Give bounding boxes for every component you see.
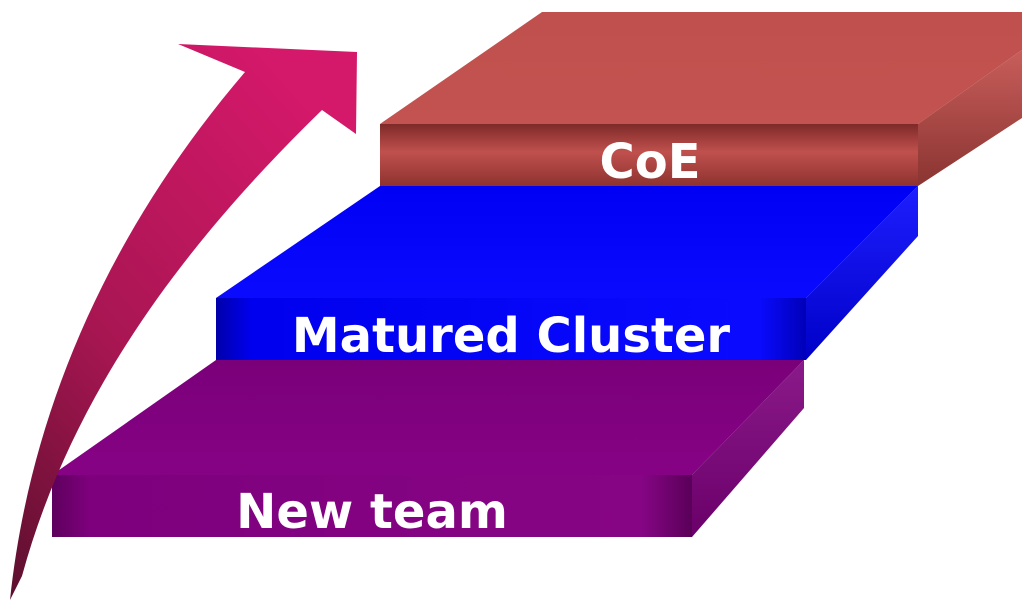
step-coe-label: CoE — [600, 134, 701, 190]
step-matured-cluster-top — [216, 186, 918, 298]
step-matured-cluster-side — [806, 186, 918, 360]
step-new-team-front — [52, 475, 692, 537]
step-coe-front — [380, 124, 918, 186]
step-matured-cluster-front — [216, 298, 806, 360]
step-matured-cluster: Matured Cluster — [216, 186, 918, 364]
step-coe-top — [380, 12, 1022, 124]
step-coe: CoE — [380, 12, 1022, 190]
step-new-team-side — [692, 360, 804, 537]
curved-up-arrow-icon — [10, 44, 357, 600]
step-coe-side — [918, 50, 1022, 186]
step-new-team-top — [52, 360, 804, 475]
step-new-team: New team — [52, 360, 804, 540]
step-matured-cluster-label: Matured Cluster — [292, 308, 730, 364]
step-new-team-label: New team — [236, 484, 508, 540]
